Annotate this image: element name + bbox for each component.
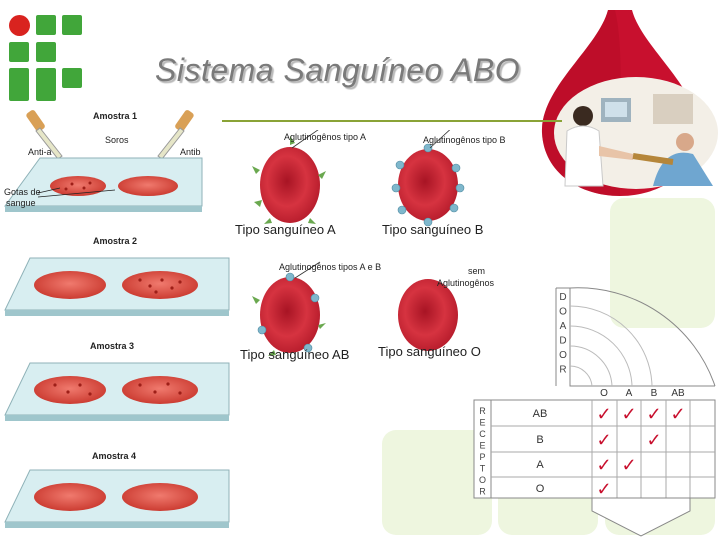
check-mark: ✓	[596, 404, 611, 424]
cell-type-a	[252, 130, 326, 224]
logo-red-dot	[9, 15, 30, 36]
sample-slides-illustration	[0, 100, 232, 535]
donor-letter: O	[559, 350, 567, 361]
cell-type-ab	[252, 262, 326, 356]
sem-label-line1: sem	[468, 266, 485, 276]
donor-col-ab: AB	[671, 388, 685, 399]
check-mark: ✓	[596, 430, 611, 450]
check-mark: ✓	[670, 404, 685, 424]
donor-letter: A	[560, 321, 567, 332]
donor-col-b: B	[651, 388, 658, 399]
soros-label: Soros	[105, 135, 129, 145]
check-mark: ✓	[621, 455, 636, 475]
tipo-a-label: Tipo sanguíneo A	[235, 222, 336, 237]
tipo-ab-label: Tipo sanguíneo AB	[240, 347, 349, 362]
receiver-letter: R	[479, 406, 486, 416]
cell-type-o	[398, 279, 458, 351]
anti-b-label: Antib	[180, 147, 201, 157]
donor-letter: O	[559, 307, 567, 318]
sample-4-label: Amostra 4	[92, 451, 136, 461]
aglut-ab-label: Aglutinogênos tipos A e B	[279, 262, 381, 272]
donor-letter: R	[559, 365, 566, 376]
receiver-row-o: O	[536, 483, 545, 495]
sample-2-label: Amostra 2	[93, 236, 137, 246]
check-mark: ✓	[596, 479, 611, 499]
receiver-letter: E	[479, 418, 485, 428]
donor-col-a: A	[626, 388, 633, 399]
receiver-letter: T	[480, 464, 486, 474]
tipo-b-label: Tipo sanguíneo B	[382, 222, 483, 237]
receiver-row-b: B	[536, 434, 543, 446]
donor-letter: D	[559, 292, 566, 303]
institution-logo	[9, 15, 84, 102]
receiver-letter: C	[479, 429, 486, 439]
check-mark: ✓	[646, 430, 661, 450]
receiver-letter: O	[479, 475, 486, 485]
receiver-row-ab: AB	[533, 408, 548, 420]
check-mark: ✓	[646, 404, 661, 424]
sample-3-label: Amostra 3	[90, 341, 134, 351]
sample-1-label: Amostra 1	[93, 111, 137, 121]
page-title: Sistema Sanguíneo ABO	[155, 52, 520, 89]
aglut-a-label: Aglutinogênos tipo A	[284, 132, 366, 142]
check-mark: ✓	[596, 455, 611, 475]
donor-col-o: O	[600, 388, 608, 399]
donor-letter: D	[559, 336, 566, 347]
gotas-label-line1: Gotas de	[4, 187, 41, 197]
blood-test-photo	[553, 76, 719, 190]
title-underline	[222, 120, 562, 122]
receiver-row-a: A	[536, 459, 544, 471]
receiver-letter: P	[479, 452, 485, 462]
receiver-letter: E	[479, 441, 485, 451]
aglut-b-label: Aglutinogênos tipo B	[423, 135, 506, 145]
check-mark: ✓	[621, 404, 636, 424]
receiver-letter: R	[479, 487, 486, 497]
tipo-o-label: Tipo sanguíneo O	[378, 344, 481, 359]
anti-a-label: Anti-a	[28, 147, 52, 157]
gotas-label-line2: sangue	[6, 198, 36, 208]
